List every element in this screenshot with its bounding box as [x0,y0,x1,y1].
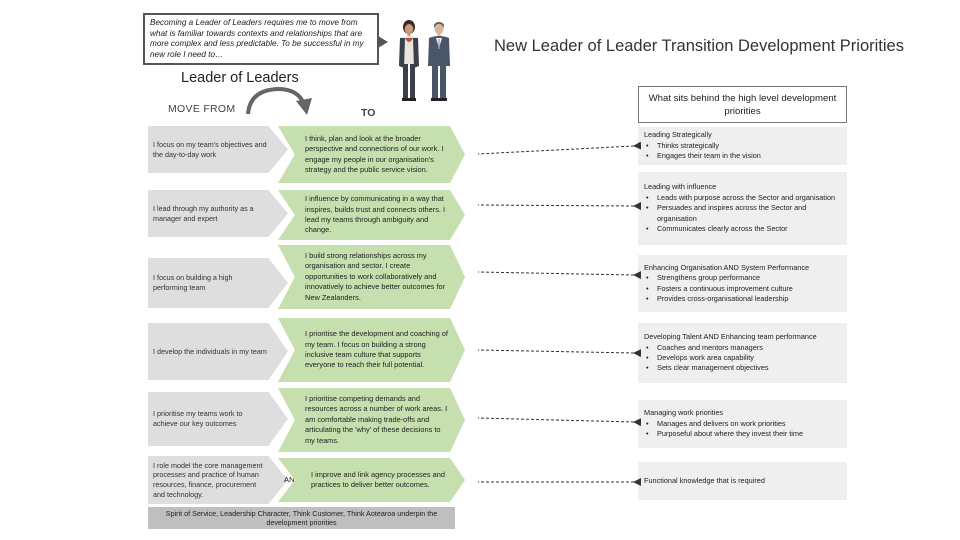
curved-arrow-icon [246,86,312,115]
priority-box-1: Leading Strategically Thinks strategical… [638,127,847,165]
connector-arrow-1 [477,141,642,155]
priority-box-6: Functional knowledge that is required [638,462,847,500]
priority-bullet: Develops work area capability [644,353,841,364]
priority-bullets: Thinks strategically Engages their team … [644,141,841,162]
priority-bullet: Manages and delivers on work priorities [644,419,841,430]
from-box-1: I focus on my team's objectives and the … [148,126,288,173]
priority-bullet: Leads with purpose across the Sector and… [644,193,841,204]
priority-bullet: Strengthens group performance [644,273,841,284]
slide-title: New Leader of Leader Transition Developm… [494,37,904,55]
from-box-3: I focus on building a high performing te… [148,258,288,308]
from-box-2: I lead through my authority as a manager… [148,190,288,237]
priority-bullets: Leads with purpose across the Sector and… [644,193,841,235]
from-text: I focus on my team's objectives and the … [153,139,267,159]
priority-bullet: Engages their team in the vision [644,151,841,162]
from-box-5: I prioritise my teams work to achieve ou… [148,392,288,446]
to-box-2: I influence by communicating in a way th… [278,190,465,240]
priority-bullet: Persuades and inspires across the Sector… [644,203,841,224]
footer-text: Spirit of Service, Leadership Character,… [165,509,438,527]
priorities-header-text: What sits behind the high level developm… [648,92,837,117]
footer-bar: Spirit of Service, Leadership Character,… [148,507,455,529]
from-text: I prioritise my teams work to achieve ou… [153,409,243,428]
priority-title: Leading with influence [644,182,717,192]
from-text: I develop the individuals in my team [153,346,267,356]
to-box-4: I prioritise the development and coachin… [278,318,465,382]
priority-bullet: Communicates clearly across the Sector [644,224,841,235]
connector-arrow-3 [477,271,642,280]
priority-bullet: Coaches and mentors managers [644,343,841,354]
priority-bullet: Sets clear management objectives [644,363,841,374]
priorities-header: What sits behind the high level developm… [638,86,847,123]
priority-bullet: Provides cross-organisational leadership [644,294,841,305]
intro-callout: Becoming a Leader of Leaders requires me… [143,13,379,65]
priority-bullets: Strengthens group performance Fosters a … [644,273,841,305]
man-figure [428,22,450,101]
to-text: I influence by communicating in a way th… [305,194,446,235]
to-label: TO [361,107,376,119]
and-connector: AND [284,475,301,484]
to-text: I prioritise competing demands and resou… [305,393,448,445]
to-text: I prioritise the development and coachin… [305,329,448,370]
priority-title: Leading Strategically [644,130,712,140]
to-box-5: I prioritise competing demands and resou… [278,388,465,452]
priority-title: Functional knowledge that is required [644,475,765,485]
people-illustration [399,20,450,101]
intro-callout-text: Becoming a Leader of Leaders requires me… [150,18,364,59]
connector-arrow-2 [477,202,642,211]
from-box-4: I develop the individuals in my team [148,323,288,380]
from-text: I lead through my authority as a manager… [153,203,254,223]
priority-bullet: Fosters a continuous improvement culture [644,284,841,295]
connector-arrow-4 [477,349,642,358]
to-box-1: I think, plan and look at the broader pe… [278,126,465,183]
priority-bullets: Coaches and mentors managers Develops wo… [644,343,841,375]
to-box-6: I improve and link agency processes and … [278,458,465,502]
from-text: I focus on building a high performing te… [153,273,233,292]
to-box-3: I build strong relationships across my o… [278,245,465,309]
priority-bullets: Manages and delivers on work priorities … [644,419,841,440]
priority-box-3: Enhancing Organisation AND System Perfor… [638,255,847,312]
connector-arrow-5 [477,417,642,427]
from-text: I role model the core management process… [153,460,263,499]
to-text: I build strong relationships across my o… [305,250,446,302]
priority-bullet: Purposeful about where they invest their… [644,429,841,440]
priority-title: Enhancing Organisation AND System Perfor… [644,262,810,272]
priority-bullet: Thinks strategically [644,141,841,152]
priority-title: Managing work priorities [644,408,724,418]
to-text: I improve and link agency processes and … [311,469,445,489]
callout-tail [378,36,388,48]
priority-box-4: Developing Talent AND Enhancing team per… [638,323,847,383]
section-title: Leader of Leaders [181,70,299,86]
priority-box-2: Leading with influence Leads with purpos… [638,172,847,245]
woman-figure [399,20,419,101]
from-box-6: I role model the core management process… [148,456,288,504]
move-from-label: MOVE FROM [168,103,236,115]
priority-title: Developing Talent AND Enhancing team per… [644,332,817,342]
priority-box-5: Managing work priorities Manages and del… [638,400,847,448]
to-text: I think, plan and look at the broader pe… [305,133,444,174]
